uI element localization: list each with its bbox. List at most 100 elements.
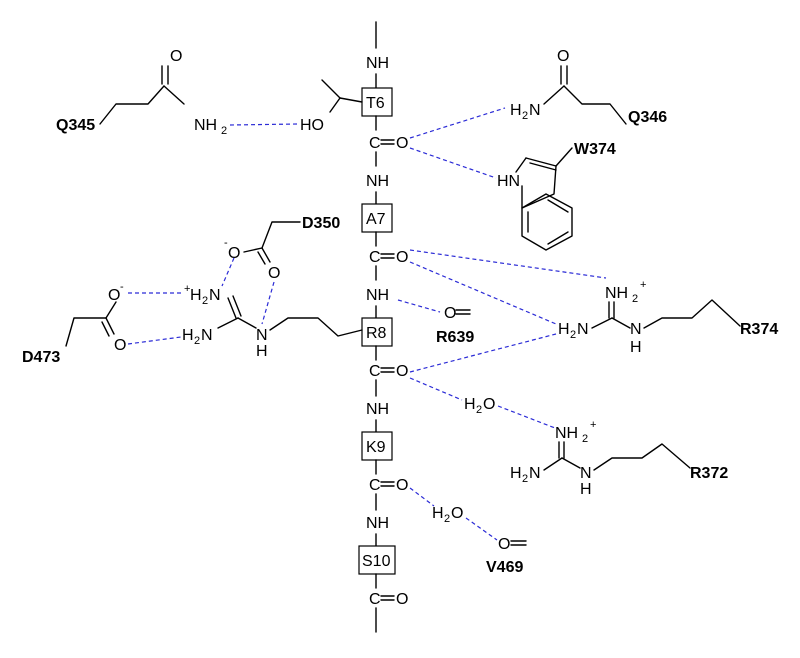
carbonyl-c-t6: C [369, 135, 381, 152]
r372-nh2-left-sub: 2 [522, 473, 528, 485]
r374-charge: + [640, 279, 646, 291]
label-r374: R374 [740, 321, 778, 338]
residue-r8: R8 [366, 325, 387, 342]
hbond-r8nh-r639 [397, 299, 441, 313]
r374-nh2-left-sub: 2 [570, 329, 576, 341]
r8-nh2-top-n: N [209, 287, 221, 304]
hbond-d350-r8-top [221, 257, 235, 287]
r372-nh2-left-h: H [510, 465, 522, 482]
r8-nh2-bottom-h: H [182, 327, 194, 344]
hbond-q345-t6 [229, 123, 299, 126]
backbone-nh-k9: NH [366, 401, 389, 418]
water-2-o: O [451, 505, 463, 522]
carbonyl-c-a7: C [369, 249, 381, 266]
r8-nh2-bottom-sub: 2 [194, 335, 200, 347]
r639-group: O R639 [436, 305, 474, 346]
hbond-a7o-r374-nh2left [409, 261, 557, 325]
water-2: H 2 O [432, 505, 463, 525]
carbonyl-c-k9: C [369, 477, 381, 494]
residue-t6: T6 [366, 95, 385, 112]
residue-box-a7 [361, 203, 393, 233]
label-w374: W374 [574, 141, 616, 158]
q345-group: Q345 O NH 2 [56, 48, 227, 137]
hbond-water1-r372 [497, 405, 556, 429]
r374-guanidine-n: N [630, 321, 642, 338]
q346-amide-n: N [529, 102, 541, 119]
backbone-nh-s10: NH [366, 515, 389, 532]
carbonyl-o-s10: O [396, 591, 408, 608]
carbonyl-c-r8: C [369, 363, 381, 380]
r8-charge: + [184, 283, 190, 295]
r372-charge: + [590, 419, 596, 431]
q345-carbonyl-o: O [170, 48, 182, 65]
r372-nh2-top-n: NH [555, 425, 578, 442]
q345-amide-sub: 2 [221, 125, 227, 137]
label-q346: Q346 [628, 109, 667, 126]
r372-nh2-top-sub: 2 [582, 433, 588, 445]
q346-amide-h: H [510, 102, 522, 119]
v469-group: O V469 [486, 536, 527, 576]
backbone-nh-a7: NH [366, 173, 389, 190]
residue-a7: A7 [366, 211, 386, 228]
hbond-a7o-r374-nh2top [409, 249, 607, 279]
label-r372: R372 [690, 465, 728, 482]
hbond-water2-v469 [465, 517, 498, 541]
hbond-t6o-q346 [409, 107, 506, 139]
water-2-sub: 2 [444, 513, 450, 525]
d473-carboxylate-o1: O [108, 287, 120, 304]
carbonyl-o-k9: O [396, 477, 408, 494]
residue-box-s10 [358, 545, 396, 575]
residue-k9: K9 [366, 439, 386, 456]
r8-guanidine-h: H [256, 343, 268, 360]
residue-box-r8 [361, 317, 393, 347]
v469-carbonyl-o: O [498, 536, 510, 553]
r374-nh2-left-n: N [577, 321, 589, 338]
q346-amide-sub: 2 [522, 110, 528, 122]
hbond-r8o-water1 [409, 377, 463, 401]
water-1: H 2 O [464, 396, 495, 416]
r8-nh2-top-sub: 2 [202, 295, 208, 307]
r8-guanidinium: + H 2 N H 2 N N H [182, 283, 363, 360]
water-1-h: H [464, 396, 476, 413]
r8-nh2-top-h: H [190, 287, 202, 304]
d350-carboxylate-o1: O [228, 245, 240, 262]
backbone-nh-t6: NH [366, 55, 389, 72]
r374-nh2-top-n: NH [605, 285, 628, 302]
hbond-d473-r8-bottom [127, 336, 182, 345]
label-q345: Q345 [56, 117, 95, 134]
carbonyl-c-s10: C [369, 591, 381, 608]
r639-carbonyl-o: O [444, 305, 456, 322]
t6-hydroxyl: HO [300, 117, 324, 134]
label-v469: V469 [486, 559, 523, 576]
t6-side-chain: HO [300, 79, 363, 134]
r372-guanidinium: NH 2 + H 2 N N H R372 [510, 419, 728, 498]
d350-carboxylate-o2: O [268, 265, 280, 282]
r374-nh2-top-sub: 2 [632, 293, 638, 305]
label-r639: R639 [436, 329, 474, 346]
d350-charge: - [224, 237, 228, 249]
w374-indole-hn: HN [497, 173, 520, 190]
r372-nh2-left-n: N [529, 465, 541, 482]
q346-carbonyl-o: O [557, 48, 569, 65]
water-2-h: H [432, 505, 444, 522]
d473-group: O - O D473 [22, 281, 126, 366]
r374-guanidinium: NH 2 + H 2 N N H R374 [558, 279, 778, 356]
hydrogen-bonds [127, 107, 607, 541]
label-d473: D473 [22, 349, 60, 366]
water-1-sub: 2 [476, 404, 482, 416]
d350-group: D350 O - O [224, 215, 340, 282]
hbond-d350-r8-n [261, 281, 275, 325]
q346-group: H 2 N O Q346 [510, 48, 667, 126]
carbonyl-o-r8: O [396, 363, 408, 380]
r8-nh2-bottom-n: N [201, 327, 213, 344]
carbonyl-o-a7: O [396, 249, 408, 266]
residue-box-k9 [361, 431, 393, 461]
label-d350: D350 [302, 215, 340, 232]
hbond-t6o-w374 [409, 147, 497, 179]
water-1-o: O [483, 396, 495, 413]
hbond-k9o-water2 [409, 487, 435, 507]
peptide-backbone: NH T6 C O NH A7 C O NH R8 C O NH K9 C [358, 21, 408, 633]
d473-carboxylate-o2: O [114, 337, 126, 354]
hbond-r8o-r374 [409, 333, 557, 373]
q345-amide-nh: NH [194, 117, 217, 134]
